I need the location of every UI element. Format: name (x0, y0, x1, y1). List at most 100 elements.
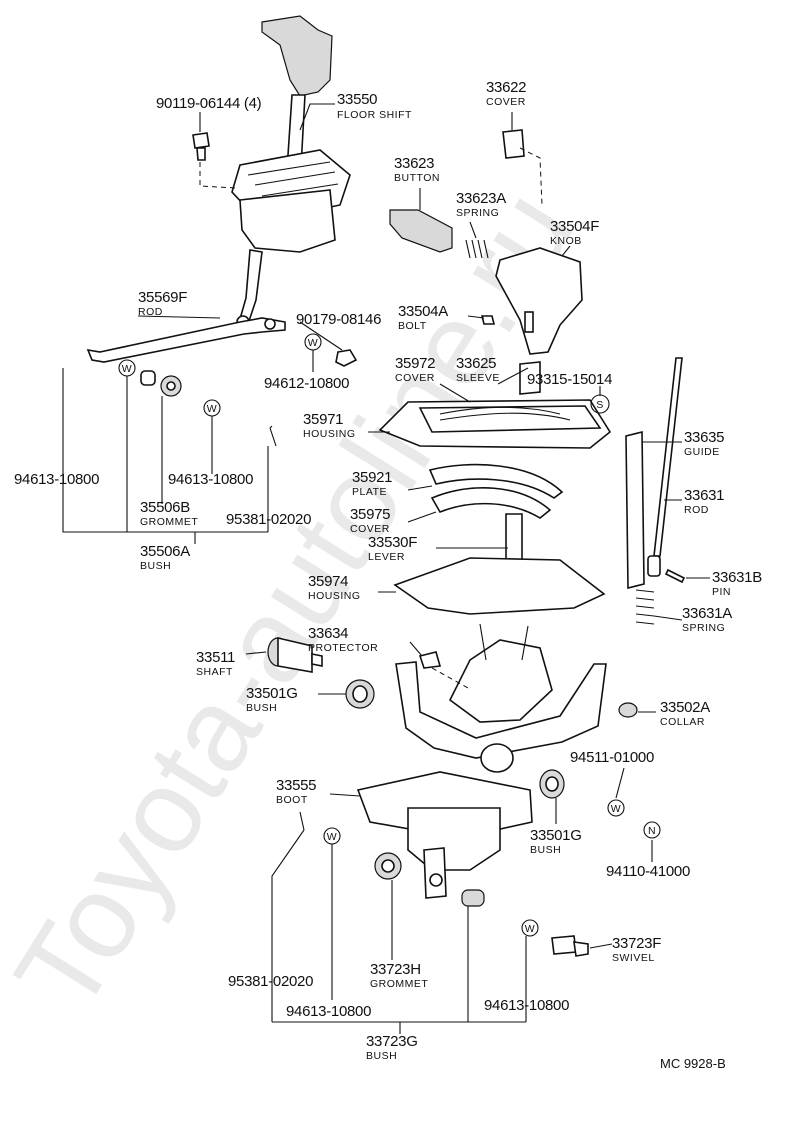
floor-shift-housing-body (239, 189, 336, 253)
svg-text:33631B: 33631B (712, 569, 762, 586)
label-33723F: 33723F SWIVEL (612, 935, 662, 964)
svg-text:COVER: COVER (350, 523, 390, 535)
washer-symbol-w1: W (304, 333, 322, 351)
label-35506A: 35506A BUSH (140, 543, 191, 572)
svg-text:94613-10800: 94613-10800 (168, 471, 253, 488)
label-33530F: 33530F LEVER (368, 534, 418, 563)
label-35974: 35974 HOUSING (308, 573, 361, 602)
svg-text:35921: 35921 (352, 469, 392, 486)
label-35569F: 35569F ROD (138, 289, 188, 318)
label-33723H: 33723H GROMMET (370, 961, 428, 990)
svg-text:HOUSING: HOUSING (303, 428, 356, 440)
pin-33631B (664, 568, 686, 584)
guide-33635 (625, 430, 645, 590)
label-33622: 33622 COVER (486, 79, 527, 108)
label-35971: 35971 HOUSING (303, 411, 356, 440)
svg-text:35975: 35975 (350, 506, 390, 523)
bush-35506A (140, 370, 156, 386)
svg-text:COVER: COVER (486, 96, 526, 108)
svg-text:LEVER: LEVER (368, 551, 405, 563)
svg-text:PLATE: PLATE (352, 486, 387, 498)
svg-text:BUSH: BUSH (366, 1050, 397, 1062)
svg-text:33501G: 33501G (246, 685, 298, 702)
svg-text:SLEEVE: SLEEVE (456, 372, 500, 384)
housing-35971 (378, 399, 612, 449)
svg-text:35971: 35971 (303, 411, 343, 428)
svg-text:35506A: 35506A (140, 543, 190, 560)
svg-text:90119-06144 (4): 90119-06144 (4) (156, 95, 262, 112)
svg-text:33550: 33550 (337, 91, 377, 108)
svg-text:33723G: 33723G (366, 1033, 418, 1050)
shift-base-frame (395, 623, 607, 773)
svg-text:BUSH: BUSH (140, 560, 171, 572)
washer-symbol-w3: W (203, 399, 221, 417)
label-95381-b: 95381-02020 (228, 973, 313, 990)
svg-text:HOUSING: HOUSING (308, 590, 361, 602)
label-94511: 94511-01000 (570, 749, 654, 766)
clip-95381-a (269, 425, 277, 447)
spring-33623A (465, 239, 489, 259)
svg-text:SHAFT: SHAFT (196, 666, 233, 678)
diagram-code: MC 9928-B (660, 1056, 726, 1071)
svg-text:35569F: 35569F (138, 289, 187, 306)
washer-symbol-w4: W (607, 799, 625, 817)
svg-text:SWIVEL: SWIVEL (612, 952, 655, 964)
label-94613-d: 94613-10800 (484, 997, 569, 1014)
svg-text:33511: 33511 (196, 649, 235, 666)
lever-33530F (505, 513, 523, 561)
label-94613-b: 94613-10800 (168, 471, 253, 488)
svg-text:33502A: 33502A (660, 699, 710, 716)
grommet-35506B (160, 375, 182, 397)
svg-text:BUSH: BUSH (246, 702, 277, 714)
svg-text:BOLT: BOLT (398, 320, 427, 332)
svg-text:94613-10800: 94613-10800 (484, 997, 569, 1014)
knob-33504F (495, 247, 583, 355)
svg-text:35506B: 35506B (140, 499, 190, 516)
svg-text:94613-10800: 94613-10800 (286, 1003, 371, 1020)
washer-symbol-w6: W (521, 919, 539, 937)
svg-text:95381-02020: 95381-02020 (228, 973, 313, 990)
label-33502A: 33502A COLLAR (660, 699, 711, 728)
plate-35921 (428, 463, 564, 499)
label-33504F: 33504F KNOB (550, 218, 600, 247)
svg-text:GROMMET: GROMMET (140, 516, 198, 528)
svg-text:33631A: 33631A (682, 605, 732, 622)
svg-text:94613-10800: 94613-10800 (14, 471, 99, 488)
bush-33723G (461, 889, 485, 907)
svg-text:35974: 35974 (308, 573, 348, 590)
svg-text:PROTECTOR: PROTECTOR (308, 642, 378, 654)
label-95381-a: 95381-02020 (226, 511, 311, 528)
seal-symbol-s1: S (590, 394, 610, 414)
svg-text:KNOB: KNOB (550, 235, 582, 247)
svg-text:33504A: 33504A (398, 303, 448, 320)
svg-text:35972: 35972 (395, 355, 435, 372)
label-33631B: 33631B PIN (712, 569, 763, 598)
svg-text:SPRING: SPRING (456, 207, 499, 219)
label-33631: 33631 ROD (684, 487, 725, 516)
label-33631A: 33631A SPRING (682, 605, 733, 634)
bolt-90119 (192, 132, 210, 161)
svg-text:N: N (648, 825, 656, 837)
svg-text:COVER: COVER (395, 372, 435, 384)
clip-95381-b (299, 811, 305, 831)
svg-text:GUIDE: GUIDE (684, 446, 720, 458)
washer-symbol-w2: W (118, 359, 136, 377)
svg-text:PIN: PIN (712, 586, 731, 598)
label-94110: 94110-41000 (606, 863, 690, 880)
label-94613-a: 94613-10800 (14, 471, 99, 488)
rod-35569F (86, 317, 286, 363)
svg-text:33723H: 33723H (370, 961, 421, 978)
label-33634: 33634 PROTECTOR (308, 625, 378, 654)
leader-lines (62, 103, 710, 1034)
label-93315: 93315-15014 (527, 371, 612, 388)
svg-text:94511-01000: 94511-01000 (570, 749, 654, 766)
svg-text:W: W (308, 337, 318, 349)
svg-text:33555: 33555 (276, 777, 316, 794)
label-33501G-b: 33501G BUSH (530, 827, 582, 856)
rod-33631 (653, 357, 683, 557)
svg-text:33623A: 33623A (456, 190, 506, 207)
washer-symbol-w5: W (323, 827, 341, 845)
bush-33501G-b (539, 769, 565, 799)
floor-shift-handle (261, 15, 333, 97)
bush-33501G-a (345, 679, 375, 709)
